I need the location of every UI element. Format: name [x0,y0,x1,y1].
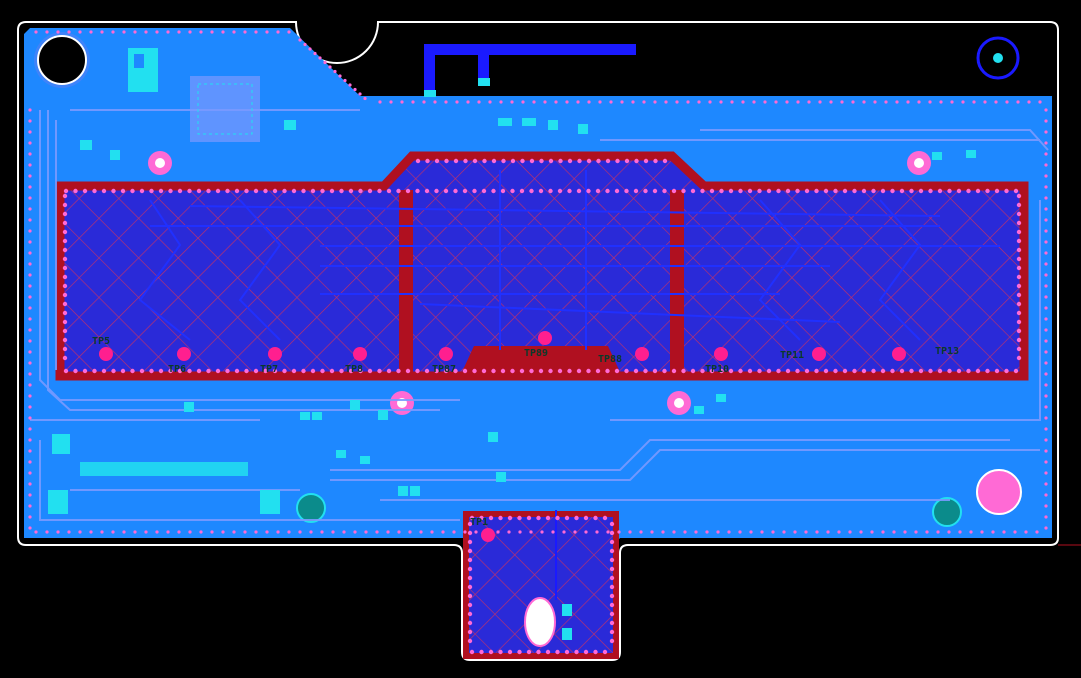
test-point-pad[interactable] [538,331,552,345]
test-point-pad[interactable] [99,347,113,361]
zone-notch [462,346,620,372]
connector-footprint [48,434,280,514]
tab-pad-2 [562,628,572,640]
test-point-label: TP10 [705,364,729,375]
test-point-label: TP1 [470,517,488,528]
zone-separator-left [399,190,413,372]
test-point-pad[interactable] [892,347,906,361]
zone-separator-right [670,190,684,372]
test-point-pad[interactable] [812,347,826,361]
test-point-label: TP8 [345,364,363,375]
test-point-pad[interactable] [635,347,649,361]
mounting-pad-bottom-right [932,497,962,527]
test-point-pad[interactable] [268,347,282,361]
test-point-label: TP5 [92,336,110,347]
inner-traces [138,170,1000,350]
test-point-pad[interactable] [177,347,191,361]
ic-qfn-footprint [128,48,260,142]
via-stitching [28,30,1048,655]
test-point-pad[interactable] [353,347,367,361]
test-point-label: TP7 [260,364,278,375]
test-point-label: TP87 [432,364,456,375]
test-point-pad[interactable] [481,528,495,542]
large-vias [148,151,931,415]
antenna-trace [424,44,636,97]
tab-pad-1 [562,604,572,616]
test-point-label: TP13 [935,346,959,357]
smd-pads [80,118,976,496]
slot-hole [524,597,556,647]
mounting-pad-bottom-left [296,493,326,523]
test-point-label: TP88 [598,354,622,365]
pour-traces [30,109,1049,521]
test-point-pad[interactable] [714,347,728,361]
test-point-label: TP6 [168,364,186,375]
test-point-pad[interactable] [439,347,453,361]
mounting-hole-top-left [34,32,90,88]
mounting-hole-top-right [976,36,1020,80]
test-point-label: TP11 [780,350,804,361]
test-point-label: TP89 [524,348,548,359]
fiducial-pad [976,469,1022,515]
